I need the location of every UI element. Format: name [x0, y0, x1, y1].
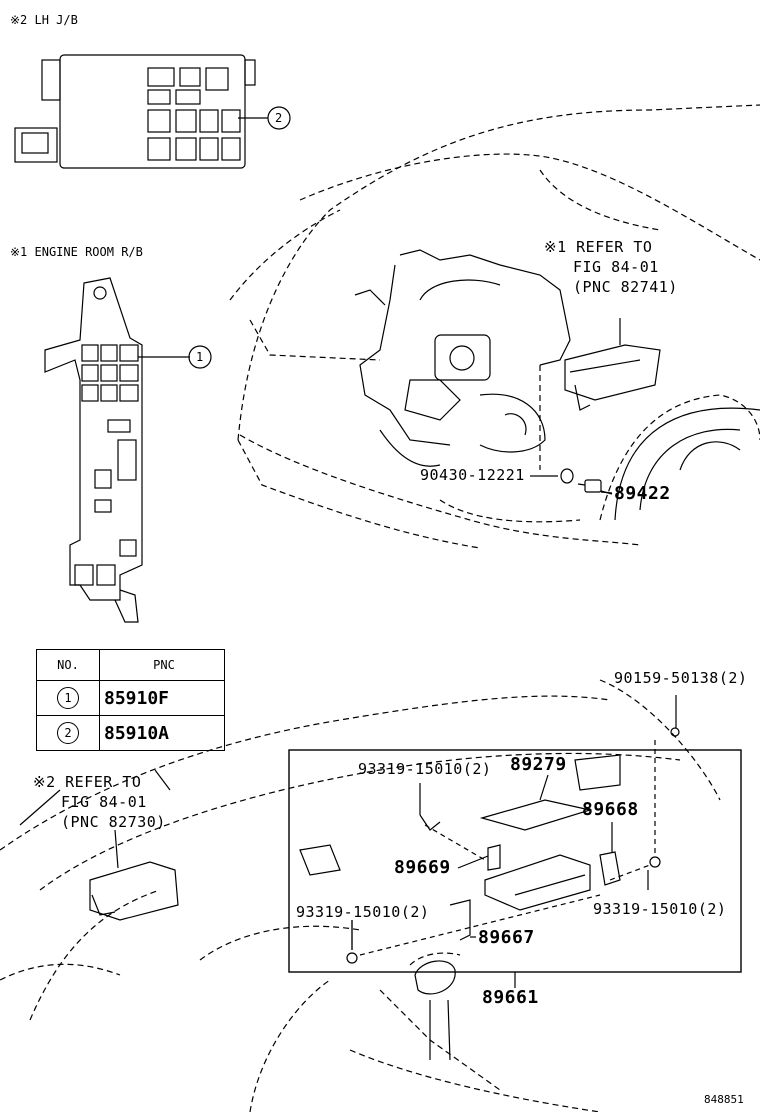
- callout-2: 2: [275, 111, 283, 125]
- part-93319-15010-left: 93319-15010(2): [296, 903, 430, 921]
- refer-engine-line2: FIG 84-01: [573, 258, 659, 276]
- front-wheel-drawing: [614, 407, 760, 521]
- table-row: 2 85910A: [36, 715, 225, 751]
- refer-dash-line2: FIG 84-01: [61, 793, 147, 811]
- gear-shift-drawing: [414, 960, 456, 1061]
- part-89667: 89667: [478, 927, 535, 948]
- part-90430-12221: 90430-12221: [420, 466, 525, 484]
- refer-engine-line3: (PNC 82741): [573, 278, 678, 296]
- part-89422: 89422: [614, 483, 671, 504]
- figure-id: 848851: [704, 1093, 744, 1106]
- refer-dash-line3: (PNC 82730): [61, 813, 166, 831]
- engine-room-rb-title: ※1 ENGINE ROOM R/B: [10, 245, 143, 259]
- part-93319-15010-top: 93319-15010(2): [358, 760, 492, 778]
- row-pnc-1: 85910F: [99, 680, 225, 716]
- part-90159-50138: 90159-50138(2): [614, 669, 748, 687]
- part-89669: 89669: [394, 857, 451, 878]
- table-row: 1 85910F: [36, 680, 225, 716]
- table-header-pnc: PNC: [99, 649, 225, 681]
- engine-drawing: [354, 249, 571, 467]
- row-number-1: 1: [57, 687, 79, 709]
- leader-lines: [19, 475, 677, 988]
- lh-jb-title: ※2 LH J/B: [10, 13, 78, 27]
- row-number-2: 2: [57, 722, 79, 744]
- engine-bay-scene: [229, 104, 760, 549]
- dash-module-82730-drawing: [89, 829, 179, 921]
- lh-junction-block-drawing: [14, 54, 291, 169]
- pnc-table-header: NO. PNC: [36, 649, 225, 681]
- pnc-table: NO. PNC 1 85910F 2 85910A: [36, 649, 225, 751]
- engine-room-relay-block-drawing: [44, 277, 212, 623]
- part-89661: 89661: [482, 987, 539, 1008]
- table-header-no: NO.: [36, 649, 100, 681]
- refer-engine-line1: ※1 REFER TO: [544, 238, 653, 256]
- engine-room-relay-block-location: [564, 318, 661, 411]
- callout-1: 1: [196, 350, 204, 364]
- part-93319-15010-right: 93319-15010(2): [593, 900, 727, 918]
- part-89668: 89668: [582, 799, 639, 820]
- part-89279: 89279: [510, 754, 567, 775]
- row-pnc-2: 85910A: [99, 715, 225, 751]
- sensor-89422-drawing: [539, 365, 613, 495]
- refer-dash-line1: ※2 REFER TO: [33, 773, 142, 791]
